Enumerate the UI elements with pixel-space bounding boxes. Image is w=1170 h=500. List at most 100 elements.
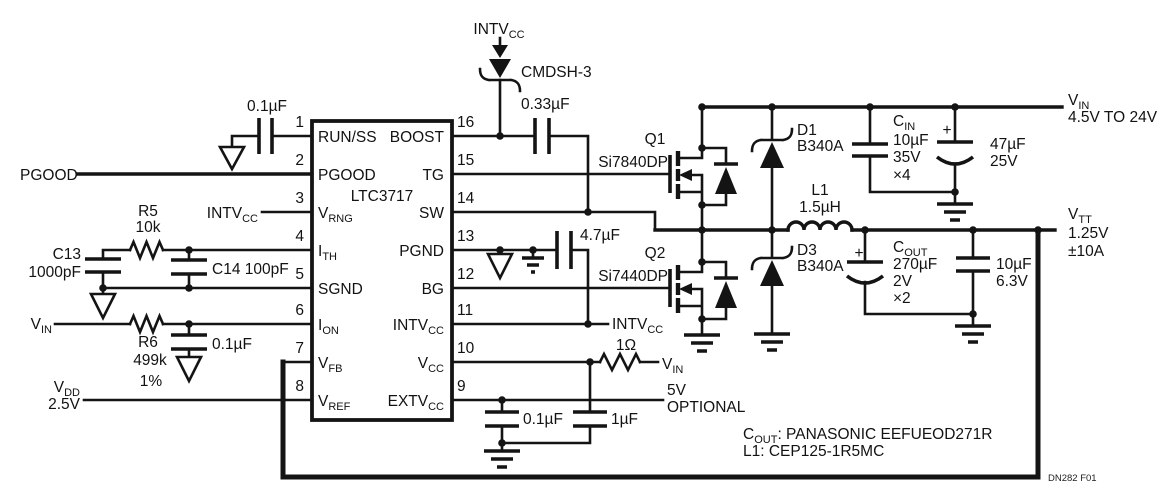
pin-num-6: 6	[295, 302, 304, 319]
volt-c10: 6.3V	[996, 273, 1029, 290]
value-c47: 47µF	[990, 136, 1026, 153]
power-ground-icons	[484, 202, 991, 469]
pin-name-vfb: VFB	[318, 355, 342, 375]
value-cap-extvcc: 0.1µF	[523, 411, 563, 428]
polarity-plus-47u: +	[942, 122, 951, 139]
pin-num-14: 14	[457, 190, 475, 207]
ref-c13: C13	[53, 246, 81, 263]
value-c13: 1000pF	[28, 264, 81, 281]
diode-cmdsh3	[478, 45, 522, 93]
pin-name-vrng: VRNG	[318, 205, 353, 225]
pin-name-sgnd: SGND	[318, 281, 363, 298]
part-q2: Si7440DP	[598, 268, 668, 285]
net-label-vtt: VTT	[1068, 206, 1092, 226]
capacitor-c13	[85, 257, 121, 274]
junction-dots	[99, 103, 1042, 447]
pin-name-sw: SW	[419, 205, 444, 222]
pin-num-16: 16	[457, 114, 474, 131]
power-ground-icon	[754, 332, 790, 352]
part-q1: Si7840DP	[598, 154, 668, 171]
signal-ground-icon	[217, 145, 247, 172]
resistor-r5	[128, 238, 165, 262]
wire-ion	[53, 322, 314, 359]
capacitor-extvcc	[485, 410, 519, 428]
value-cap-ion: 0.1µF	[212, 336, 252, 353]
net-label-vin-left: VIN	[31, 316, 52, 336]
pin-num-5: 5	[295, 266, 304, 283]
ref-cin: CIN	[893, 113, 915, 133]
qty-cin: ×4	[893, 167, 911, 184]
value-cap-boost: 0.33µF	[521, 96, 570, 113]
wires	[53, 36, 1064, 480]
pin-num-2: 2	[295, 152, 304, 169]
volt-cout: 2V	[893, 273, 913, 290]
power-ground-icon	[522, 256, 544, 274]
note-cout: COUT: PANASONIC EEFUEOD271R	[743, 426, 993, 446]
body-diode-icon	[715, 281, 737, 308]
inductor-l1	[786, 220, 854, 232]
capacitor-vcc-1u	[573, 410, 607, 428]
label-optional: OPTIONAL	[667, 399, 746, 416]
label-5v: 5V	[667, 382, 687, 399]
wire-vcc	[450, 360, 660, 445]
mosfet-q2	[668, 228, 738, 335]
value-vdd: 2.5V	[48, 396, 81, 413]
value-c10: 10µF	[996, 256, 1032, 273]
pin-name-tg: TG	[422, 167, 444, 184]
ref-d1: D1	[797, 122, 817, 139]
wire-ith	[101, 248, 314, 290]
capacitor-c14	[171, 258, 207, 276]
ic-ltc3717: LTC3717 RUN/SS PGOOD VRNG ITH SGND ION V…	[295, 114, 475, 422]
pin-name-pgnd: PGND	[399, 243, 444, 260]
resistor-1ohm	[598, 351, 642, 373]
pin-name-extvcc: EXTVCC	[388, 393, 444, 413]
net-label-intvcc-vrng: INTVCC	[207, 205, 258, 225]
pin-num-13: 13	[457, 228, 474, 245]
ref-l1: L1	[811, 182, 828, 199]
pin-num-1: 1	[295, 114, 304, 131]
signal-ground-icon	[88, 292, 118, 321]
net-label-pgood: PGOOD	[20, 167, 78, 184]
pin-name-vref: VREF	[318, 393, 351, 413]
part-d1: B340A	[797, 138, 844, 155]
pin-name-boost: BOOST	[390, 129, 445, 146]
part-d3: B340A	[797, 258, 844, 275]
ref-q1: Q1	[645, 131, 666, 148]
wire-sw-pin	[450, 210, 657, 232]
capacitor-intvcc-4u7	[555, 231, 573, 269]
pin-num-8: 8	[295, 378, 304, 395]
pin-num-7: 7	[295, 340, 304, 357]
mosfet-arrow-icon	[679, 169, 692, 181]
body-diode-icon	[715, 167, 737, 194]
value-cap-intvcc: 4.7µF	[580, 227, 620, 244]
capacitor-boost	[533, 118, 551, 154]
net-label-vin-vcc: VIN	[662, 356, 683, 376]
capacitor-runss	[257, 118, 274, 154]
signal-ground-icons	[88, 145, 515, 384]
ic-name: LTC3717	[351, 188, 414, 205]
capacitor-47u	[935, 140, 975, 166]
pin-num-10: 10	[457, 340, 475, 357]
signal-ground-icon	[174, 355, 204, 384]
pin-name-runss: RUN/SS	[318, 129, 377, 146]
net-label-intvcc-top: INTVCC	[473, 21, 524, 41]
signal-ground-icon	[485, 252, 515, 281]
ref-r6: R6	[138, 334, 158, 351]
tolerance-r6: 1%	[140, 373, 163, 390]
value-vtt-i: ±10A	[1068, 243, 1105, 260]
figure-code: DN282 F01	[1048, 473, 1097, 484]
pin-num-12: 12	[457, 266, 474, 283]
pin-name-ith: ITH	[318, 243, 337, 263]
capacitor-10u	[956, 256, 990, 273]
pin-num-9: 9	[457, 378, 466, 395]
qty-cout: ×2	[893, 290, 911, 307]
pin-num-15: 15	[457, 152, 474, 169]
value-vin-range: 4.5V TO 24V	[1068, 109, 1158, 126]
value-cap-runss: 0.1µF	[247, 98, 287, 115]
pin-name-ion: ION	[318, 317, 339, 337]
value-cout: 270µF	[893, 256, 937, 273]
ref-d3: D3	[797, 242, 817, 259]
volt-cin: 35V	[893, 149, 921, 166]
net-label-vdd: VDD	[54, 379, 80, 399]
